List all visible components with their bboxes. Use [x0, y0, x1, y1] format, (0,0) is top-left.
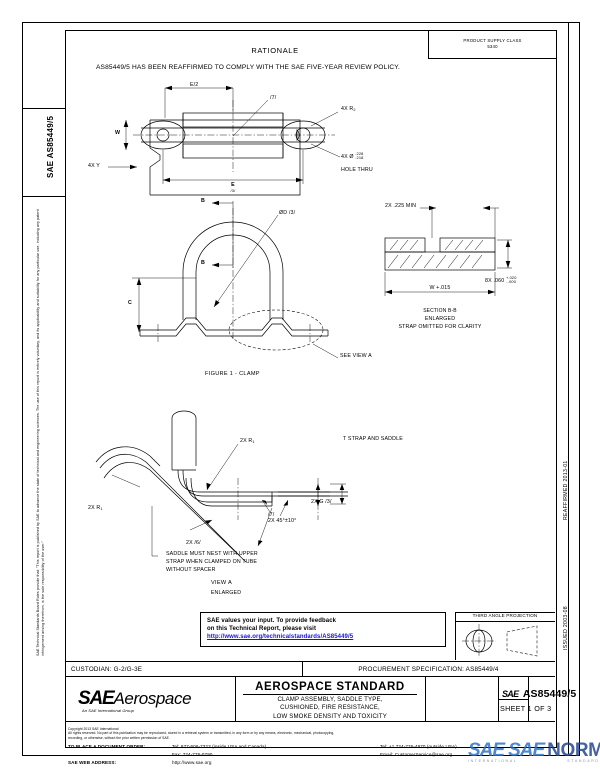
desc-line-1: CLAMP ASSEMBLY, SADDLE TYPE, [277, 696, 383, 703]
dim-e-half: E/2 [190, 82, 199, 88]
radius-r2-label: 4X R2 [341, 106, 356, 112]
strap-and-saddle-label: T STRAP AND SADDLE [343, 436, 403, 442]
tb-title-underline [243, 694, 417, 695]
note-7-top: /7/ [270, 95, 277, 101]
supply-class-box: PRODUCT SUPPLY CLASS 5340 [428, 30, 556, 59]
rationale-text: AS85449/5 HAS BEEN REAFFIRMED TO COMPLY … [96, 64, 400, 71]
footer-order-label: TO PLACE A DOCUMENT ORDER: [68, 744, 146, 749]
footer-copyright: Copyright 2013 SAE International [68, 727, 119, 731]
tb-div-cust-proc [302, 661, 303, 676]
rationale-heading: RATIONALE [251, 46, 299, 55]
figure-1-caption: FIGURE 1 - CLAMP [205, 371, 260, 377]
tb-line-2 [65, 676, 555, 677]
dim-4x-y: 4X Y [88, 163, 100, 169]
footer-copyright-block: Copyright 2013 SAE International All rig… [68, 727, 488, 740]
thickness-label: 8X .060 +.020-.000 [485, 275, 517, 285]
inner-border [65, 30, 557, 748]
watermark-sae-left: SAE [468, 740, 505, 761]
saddle-note-line2: STRAP WHEN CLAMPED ON TUBE [166, 559, 258, 565]
watermark-norm: NORM [547, 740, 600, 761]
hole-diameter-label: 4X Ø .228.218 [341, 151, 364, 161]
footer-tel-intl: Tel: +1 724-776-4970 (outside USA) [380, 744, 457, 749]
feedback-line-2: on this Technical Report, please visit [207, 626, 317, 633]
document-number: AS85449/5 [522, 688, 577, 700]
footer-web-label: SAE WEB ADDRESS: [68, 760, 117, 765]
dim-c: C [128, 300, 132, 306]
feedback-url-link[interactable]: http://www.sae.org/technicalstandards/AS… [207, 634, 354, 641]
outer-border [22, 22, 580, 756]
projection-label-divider [455, 621, 555, 622]
watermark-sub-left: INTERNATIONAL [468, 759, 518, 763]
projection-box-top [455, 612, 555, 613]
view-a-radius-left: 2X R1 [88, 505, 103, 511]
view-a-enlarged: ENLARGED [210, 590, 242, 596]
footer-email: Email: CustomerService@sae.org [380, 752, 453, 757]
procurement-field: PROCUREMENT SPECIFICATION: AS85449/4 [358, 665, 499, 673]
diameter-d-label: ØD /3/ [279, 210, 296, 216]
footer-tel-usa: Tel: 877-606-7323 (inside USA and Canada… [172, 744, 267, 749]
saddle-note-line3: WITHOUT SPACER [166, 567, 216, 573]
tb-doc-underline [498, 699, 528, 700]
view-a-note-6: 2X /6/ [186, 540, 201, 546]
footer-fax: Fax: 724-776-0790 [172, 752, 213, 757]
see-view-a-label: SEE VIEW A [340, 353, 372, 359]
standard-description: CLAMP ASSEMBLY, SADDLE TYPE, CUSHIONED, … [240, 696, 420, 721]
dim-2x-g: 2X G /3/ [311, 499, 332, 505]
desc-line-3: LOW SMOKE DENSITY AND TOXICITY [273, 712, 387, 720]
view-a-note-7: /7/ [268, 512, 275, 518]
tb-line-top [65, 661, 555, 662]
view-a-title: VIEW A [211, 580, 233, 586]
tb-div-logo [235, 676, 236, 721]
supply-class-line1: PRODUCT SUPPLY CLASS [463, 38, 522, 44]
sae-mark: SAE [502, 689, 519, 699]
view-a-angle: 2X 45°±10° [268, 518, 297, 524]
supply-class-line2: 5340 [487, 44, 498, 49]
section-bb-note: STRAP OMITTED FOR CLARITY [398, 324, 482, 330]
tb-div-doc [498, 676, 499, 721]
projection-label: THIRD ANGLE PROJECTION [472, 613, 538, 618]
section-mark-b-bottom: B [201, 260, 205, 266]
tb-line-bottom [65, 721, 555, 722]
document-number-block: SAE AS85449/5 [502, 684, 576, 702]
footer-web-url: http://www.sae.org [172, 760, 212, 765]
dim-e-note: /3/ [230, 188, 236, 193]
standard-title: AEROSPACE STANDARD [255, 681, 405, 693]
footer-rights-2: recording, or otherwise, without the pri… [68, 735, 170, 740]
left-margin-divider-mid [22, 196, 65, 197]
tb-div-right [528, 676, 529, 721]
watermark-sub-right: STANDARDS [567, 759, 600, 763]
dim-w-tol: W +.015 [429, 285, 451, 291]
sae-aerospace-logo: SAEAerospace An SAE International Group [78, 688, 192, 713]
sae-logo-subtitle: An SAE International Group [82, 708, 134, 713]
watermark-sae-right: SAE [508, 740, 545, 761]
dim-w-top: W [115, 130, 121, 136]
tb-div-desc [425, 676, 426, 721]
footer-rights-1: All rights reserved. No part of this pub… [68, 731, 335, 736]
left-margin-divider-top [22, 108, 65, 109]
view-a-radius-top: 2X R1 [240, 438, 255, 444]
dim-e: E [231, 182, 235, 188]
sheet-number: SHEET 1 OF 3 [500, 704, 552, 713]
saddle-note-line1: SADDLE MUST NEST WITH UPPER [166, 551, 258, 557]
hole-thru-label: HOLE THRU [341, 167, 373, 173]
dim-225-min: 2X .225 MIN [385, 203, 417, 209]
right-margin-divider [568, 22, 569, 754]
section-bb-enlarged: ENLARGED [424, 316, 456, 322]
section-mark-b-top: B [201, 198, 205, 204]
custodian-field: CUSTODIAN: G-2/G-3E [71, 665, 143, 673]
projection-box-left [455, 612, 456, 660]
section-bb-title: SECTION B-B [423, 308, 457, 314]
feedback-box[interactable]: SAE values your input. To provide feedba… [200, 612, 446, 647]
feedback-line-1: SAE values your input. To provide feedba… [207, 618, 337, 624]
desc-line-2: CUSHIONED, FIRE RESISTANCE, [280, 704, 380, 712]
